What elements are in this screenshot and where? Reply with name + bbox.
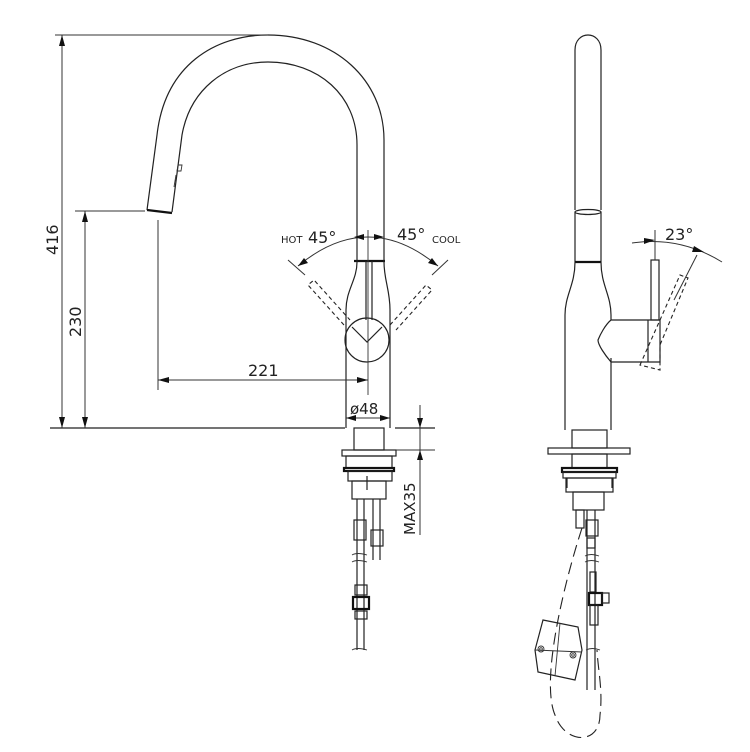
side-lever-ghost xyxy=(639,274,689,371)
spout-inner xyxy=(171,61,358,240)
cool-angle-label: 45° xyxy=(397,225,425,244)
spout-outer xyxy=(146,34,385,240)
base-diameter-value: ø48 xyxy=(350,400,378,418)
side-body xyxy=(564,261,612,430)
dimension-total-height: 416 xyxy=(43,34,268,428)
spout-height-value: 230 xyxy=(66,306,85,337)
spout-tip xyxy=(146,208,173,215)
side-spout xyxy=(574,34,602,210)
front-view: HOT 45° 45° COOL 416 xyxy=(43,34,461,651)
hot-label: HOT xyxy=(281,235,303,246)
side-spray-ring xyxy=(574,208,602,216)
spout-reach-value: 221 xyxy=(248,361,279,380)
weight-screw-left xyxy=(537,645,545,653)
lever-hot-ghost xyxy=(307,279,351,326)
dimension-base-diameter: ø48 xyxy=(346,400,390,421)
pull-down-hose-loop xyxy=(549,527,602,739)
total-height-value: 416 xyxy=(43,224,62,255)
dimension-spout-reach: 221 xyxy=(157,220,368,390)
dimension-deck-thickness: MAX35 xyxy=(396,405,435,535)
side-lever xyxy=(650,259,660,321)
cool-label: COOL xyxy=(432,235,461,246)
dimension-spout-height: 230 xyxy=(66,210,145,428)
dimension-lever-tilt: 23° xyxy=(631,225,723,301)
weight-screw-right xyxy=(569,651,577,659)
side-deck-plate xyxy=(547,447,631,455)
rotation-arc xyxy=(297,236,439,267)
side-view: 23° xyxy=(534,34,723,739)
lever-cool-ghost xyxy=(389,284,433,331)
deck-thickness-value: MAX35 xyxy=(401,482,419,535)
body-left-edge xyxy=(345,240,358,428)
lever-pivot xyxy=(344,317,390,363)
body-right-edge xyxy=(383,240,391,428)
spray-button xyxy=(173,164,183,188)
hot-angle-label: 45° xyxy=(308,228,336,247)
lever-tilt-value: 23° xyxy=(665,225,693,244)
side-handle-base xyxy=(597,319,661,363)
